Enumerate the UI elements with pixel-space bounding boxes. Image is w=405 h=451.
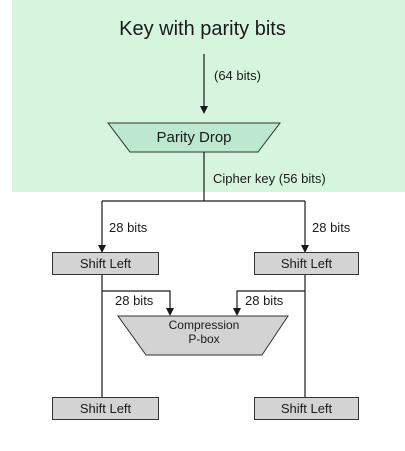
left-to-pbox-label: 28 bits [115,293,154,308]
parity-drop-label: Parity Drop [156,129,232,146]
compression-pbox-shape [117,315,289,356]
parity-drop-shape [106,122,282,153]
highlight-band [12,0,405,192]
shift-left-box-top-right: Shift Left [254,252,359,275]
right-to-pbox-arrow [233,290,305,316]
left-split-label: 28 bits [109,220,148,235]
compression-label-line2: P-box [188,332,220,346]
compression-pbox-label: Compression P-box [146,318,262,346]
shift-left-box-bottom-right: Shift Left [254,397,359,420]
input-bits-label: (64 bits) [214,68,261,83]
right-to-pbox-label: 28 bits [245,293,284,308]
title-label: Key with parity bits [119,18,286,40]
compression-label-line1: Compression [168,318,240,332]
shift-left-box-bottom-left: Shift Left [52,397,159,420]
left-to-pbox-arrow [102,290,174,316]
right-split-label: 28 bits [312,220,351,235]
cipher-key-label: Cipher key (56 bits) [213,171,326,186]
shift-left-box-top-left: Shift Left [52,252,159,275]
